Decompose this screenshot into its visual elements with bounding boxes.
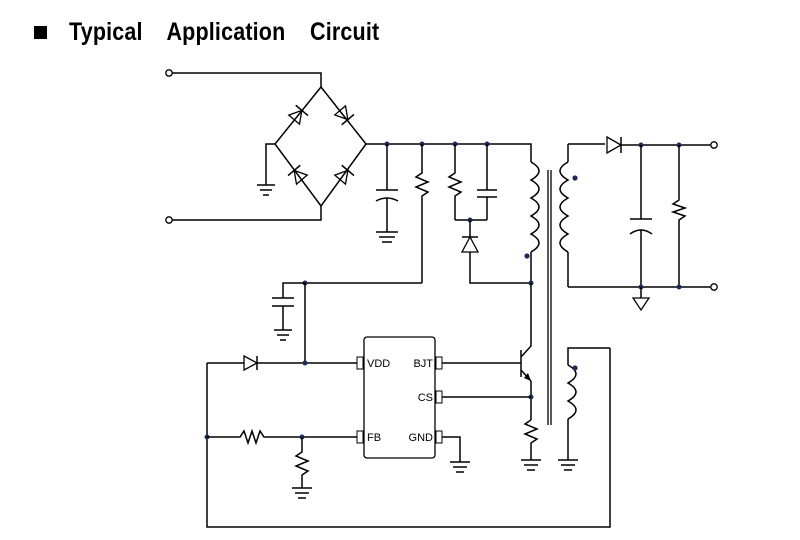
ac-input-terminals [165, 69, 322, 224]
current-sense-resistor [521, 419, 541, 471]
vdd-supply-line [207, 354, 357, 372]
startup-resistor [414, 144, 430, 283]
secondary-ground-icon [631, 287, 651, 312]
bridge-diode-icon [333, 164, 355, 186]
output-diode-icon [606, 135, 623, 155]
ground-icon [257, 184, 275, 196]
section-heading: Typical Application Circuit [34, 14, 430, 50]
vdd-capacitor [272, 280, 422, 363]
bulk-capacitor [375, 144, 399, 243]
controller-ic: VDD BJT CS FB GND [356, 336, 470, 473]
snubber-diode-icon [460, 235, 480, 253]
page-title: Typical Application Circuit [69, 17, 380, 46]
square-bullet-icon [34, 25, 47, 39]
rcd-snubber [447, 144, 531, 284]
feedback-network [204, 428, 357, 499]
bridge-diode-icon [287, 104, 309, 126]
bridge-diode-icon [287, 164, 309, 186]
pin-label-gnd: GND [409, 432, 434, 444]
bridge-diode-icon [333, 104, 355, 126]
bjt-switch [442, 283, 534, 420]
transformer-primary [524, 161, 540, 286]
pin-label-fb: FB [367, 432, 381, 444]
transformer-core [547, 170, 552, 425]
pin-label-vdd: VDD [367, 358, 390, 370]
dc-bus-wire [366, 143, 532, 162]
auxiliary-winding [206, 347, 611, 528]
bridge-rectifier [257, 85, 367, 208]
pin-label-cs: CS [418, 392, 433, 404]
output-negative-terminal [710, 283, 718, 291]
pin-label-bjt: BJT [413, 358, 433, 370]
transformer-secondary [559, 135, 718, 312]
output-positive-terminal [710, 141, 718, 149]
